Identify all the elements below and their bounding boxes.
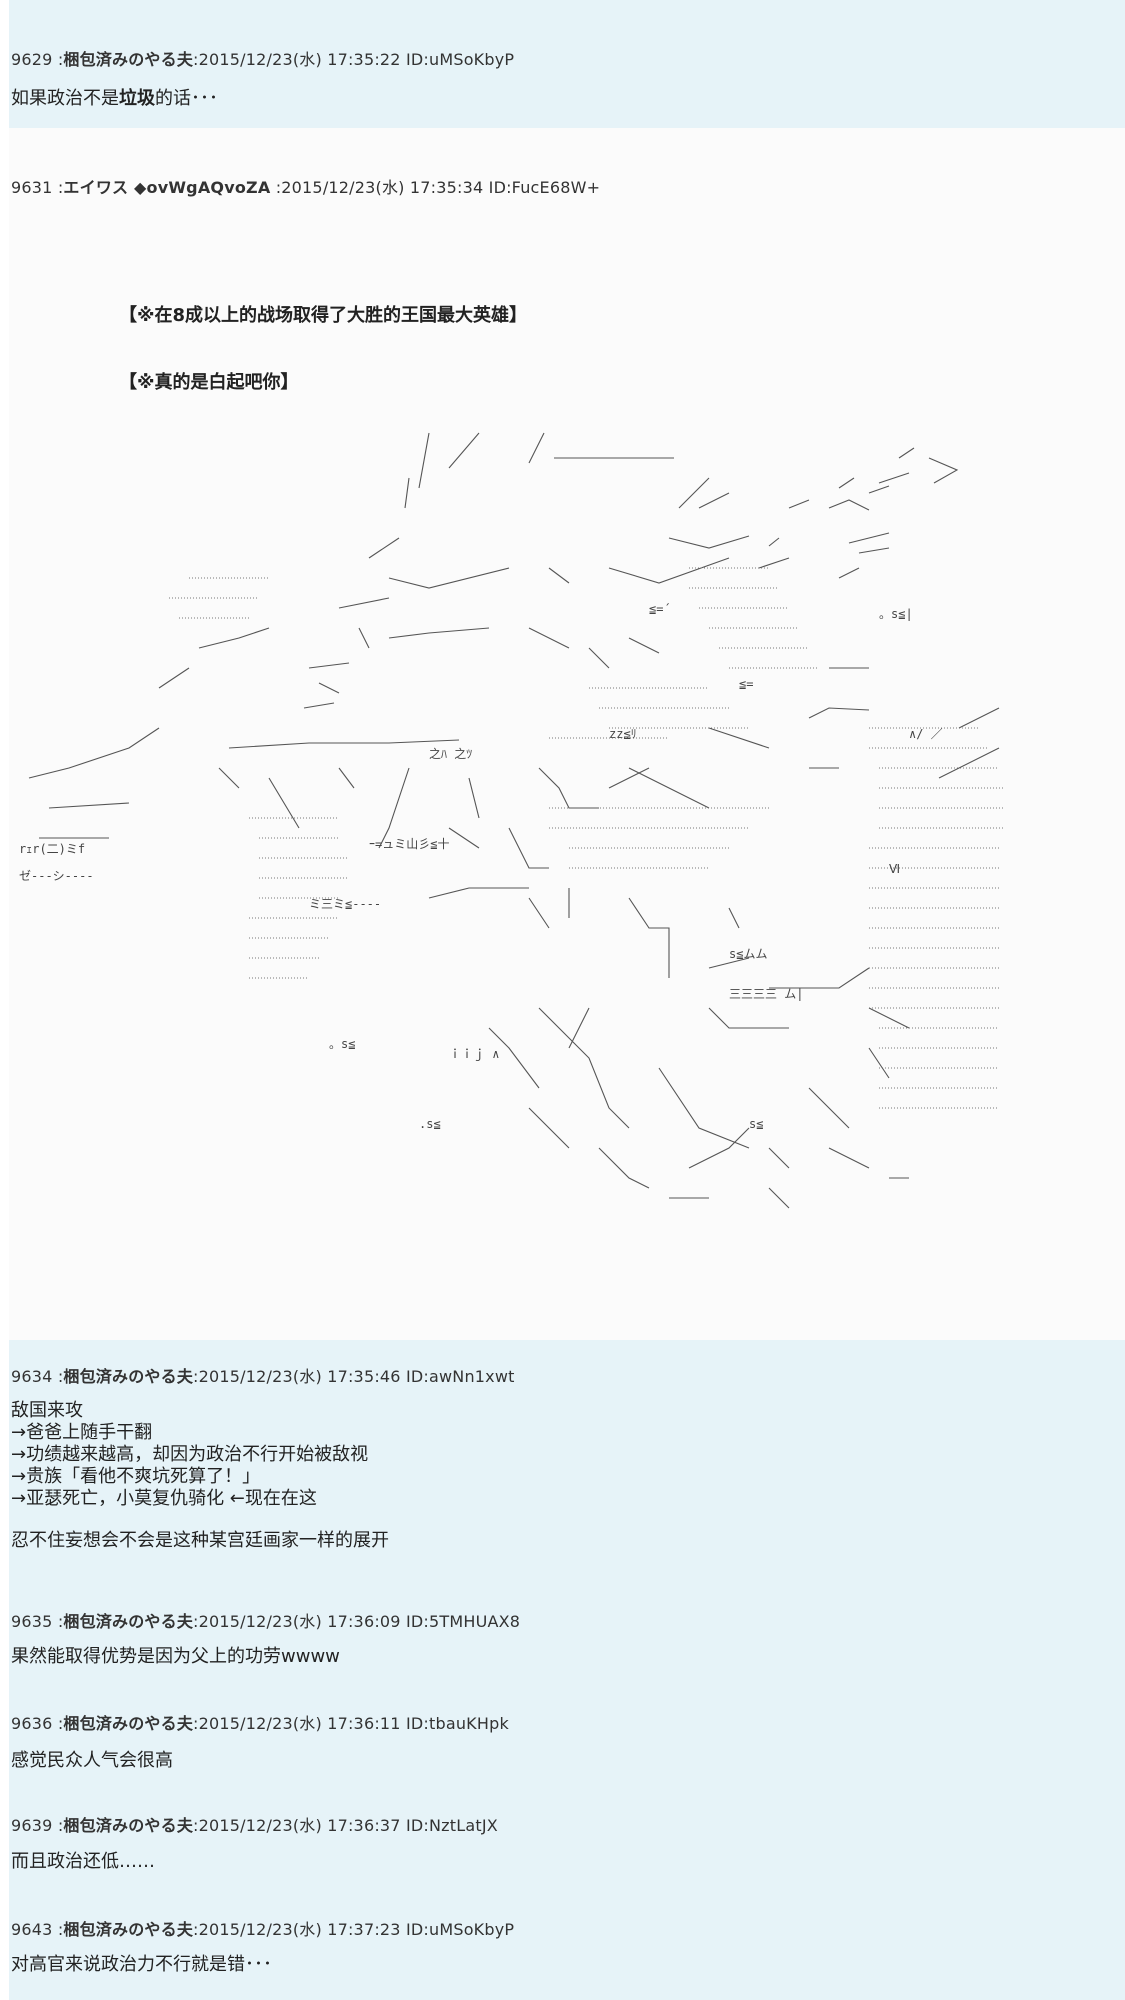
caption-line-1: 【※在8成以上的战场取得了大胜的王国最大英雄】 [119,305,528,326]
post-number: 9629 [11,50,53,69]
post-datetime: :2015/12/23(水) 17:36:09 [193,1612,401,1631]
svg-text:Ⅵ: Ⅵ [889,862,900,876]
svg-text:之ﾊ 之ﾂ: 之ﾊ 之ﾂ [429,747,472,761]
post-body-9635: 果然能取得优势是因为父上的功劳wwww [11,1646,340,1667]
post-id: ID:tbauKHpk [400,1714,509,1733]
post-author: 梱包済みのやる夫 [63,1920,194,1939]
svg-text:。s≦: 。s≦ [329,1037,355,1051]
svg-text:∧/ ／: ∧/ ／ [909,727,943,741]
post-body: 敌国来攻 →爸爸上随手干翻 →功绩越来越高，却因为政治不行开始被敌视 →贵族「看… [11,1400,368,1510]
post-number: 9631 [11,178,53,197]
post-body-9643: 对高官来说政治力不行就是错･･･ [11,1954,272,1975]
svg-text:ゼ---シ----: ゼ---シ---- [19,869,94,883]
post-id: ID:FucE68W+ [483,178,601,197]
post-number: 9639 [11,1816,53,1835]
svg-text:ｰ=ュミ山彡≦十: ｰ=ュミ山彡≦十 [369,837,449,851]
post-line: →功绩越来越高，却因为政治不行开始被敌视 [11,1444,369,1465]
svg-text:。s≦|: 。s≦| [879,607,913,621]
post-datetime: :2015/12/23(水) 17:36:11 [193,1714,401,1733]
aa-hair-strands [303,432,959,709]
post-body-9636: 感觉民众人气会很高 [11,1750,173,1771]
post-body-9639: 而且政治还低…… [11,1851,155,1872]
post-9634: 9634 :梱包済みのやる夫:2015/12/23(水) 17:35:46 ID… [9,1340,1125,2000]
svg-text:s≦: s≦ [749,1117,763,1131]
post-line: →爸爸上随手干翻 [11,1422,153,1443]
post-line: 敌国来攻 [11,1400,83,1421]
svg-text:.s≦: .s≦ [419,1117,441,1131]
post-id: ID:uMSoKbyP [400,50,515,69]
post-header: 9631 :エイワス ◆ovWgAQvoZA :2015/12/23(水) 17… [11,178,601,197]
svg-text:三三三三 ム|: 三三三三 ム| [729,987,803,1001]
post-header-9635: 9635 :梱包済みのやる夫:2015/12/23(水) 17:36:09 ID… [11,1612,521,1631]
post-id: ID:NztLatJX [400,1816,498,1835]
post-author: エイワス ◆ovWgAQvoZA [63,178,271,197]
post-author: 梱包済みのやる夫 [63,50,194,69]
post-number: 9635 [11,1612,53,1631]
post-author: 梱包済みのやる夫 [63,1816,194,1835]
ascii-art-illustration: ≦=´ ≦= ∧/ ／ 。s≦| ｰ=ュミ山彡≦十 ミ三ミ≦---- s≦ムム … [19,432,1004,1209]
post-author: 梱包済みのやる夫 [63,1612,194,1631]
post-line: →贵族「看他不爽坑死算了！」 [11,1466,261,1487]
post-datetime: :2015/12/23(水) 17:35:22 [193,50,401,69]
post-header-9639: 9639 :梱包済みのやる夫:2015/12/23(水) 17:36:37 ID… [11,1816,498,1835]
post-number: 9643 [11,1920,53,1939]
post-body: 如果政治不是垃圾的话･･･ [11,88,218,109]
post-id: ID:uMSoKbyP [400,1920,515,1939]
post-body-last: 忍不住妄想会不会是这种某宫廷画家一样的展开 [11,1530,389,1551]
post-author: 梱包済みのやる夫 [63,1367,194,1386]
svg-text:ｉｉｊ ∧: ｉｉｊ ∧ [449,1047,499,1061]
post-datetime: :2015/12/23(水) 17:36:37 [193,1816,401,1835]
svg-text:≦=: ≦= [739,677,753,691]
svg-text:≦=´: ≦=´ [649,602,671,616]
post-number: 9634 [11,1367,53,1386]
thread-page: 9629 :梱包済みのやる夫:2015/12/23(水) 17:35:22 ID… [9,0,1125,2000]
svg-text:zz≦ﾘ: zz≦ﾘ [609,727,637,741]
post-datetime: :2015/12/23(水) 17:35:34 [270,178,484,197]
post-header-9636: 9636 :梱包済みのやる夫:2015/12/23(水) 17:36:11 ID… [11,1714,509,1733]
post-9629: 9629 :梱包済みのやる夫:2015/12/23(水) 17:35:22 ID… [9,0,1125,128]
post-header: 9629 :梱包済みのやる夫:2015/12/23(水) 17:35:22 ID… [11,50,515,69]
post-number: 9636 [11,1714,53,1733]
aa-dotted-fills [169,567,1004,1109]
caption-line-2: 【※真的是白起吧你】 [119,372,299,393]
post-line: →亚瑟死亡，小莫复仇骑化 ←现在在这 [11,1488,317,1509]
svg-text:rｪr(二)ミf: rｪr(二)ミf [19,842,85,856]
post-9631: 9631 :エイワス ◆ovWgAQvoZA :2015/12/23(水) 17… [9,128,1125,1340]
post-datetime: :2015/12/23(水) 17:35:46 [193,1367,401,1386]
post-header-9643: 9643 :梱包済みのやる夫:2015/12/23(水) 17:37:23 ID… [11,1920,515,1939]
svg-text:ミ三ミ≦----: ミ三ミ≦---- [309,897,381,911]
post-id: ID:awNn1xwt [400,1367,515,1386]
aa-chars: ≦=´ ≦= ∧/ ／ 。s≦| ｰ=ュミ山彡≦十 ミ三ミ≦---- s≦ムム … [19,602,943,1131]
post-datetime: :2015/12/23(水) 17:37:23 [193,1920,401,1939]
post-author: 梱包済みのやる夫 [63,1714,194,1733]
post-id: ID:5TMHUAX8 [400,1612,521,1631]
post-header: 9634 :梱包済みのやる夫:2015/12/23(水) 17:35:46 ID… [11,1367,515,1386]
svg-text:s≦ムム: s≦ムム [729,947,767,961]
aa-body-outline [28,627,1000,1209]
